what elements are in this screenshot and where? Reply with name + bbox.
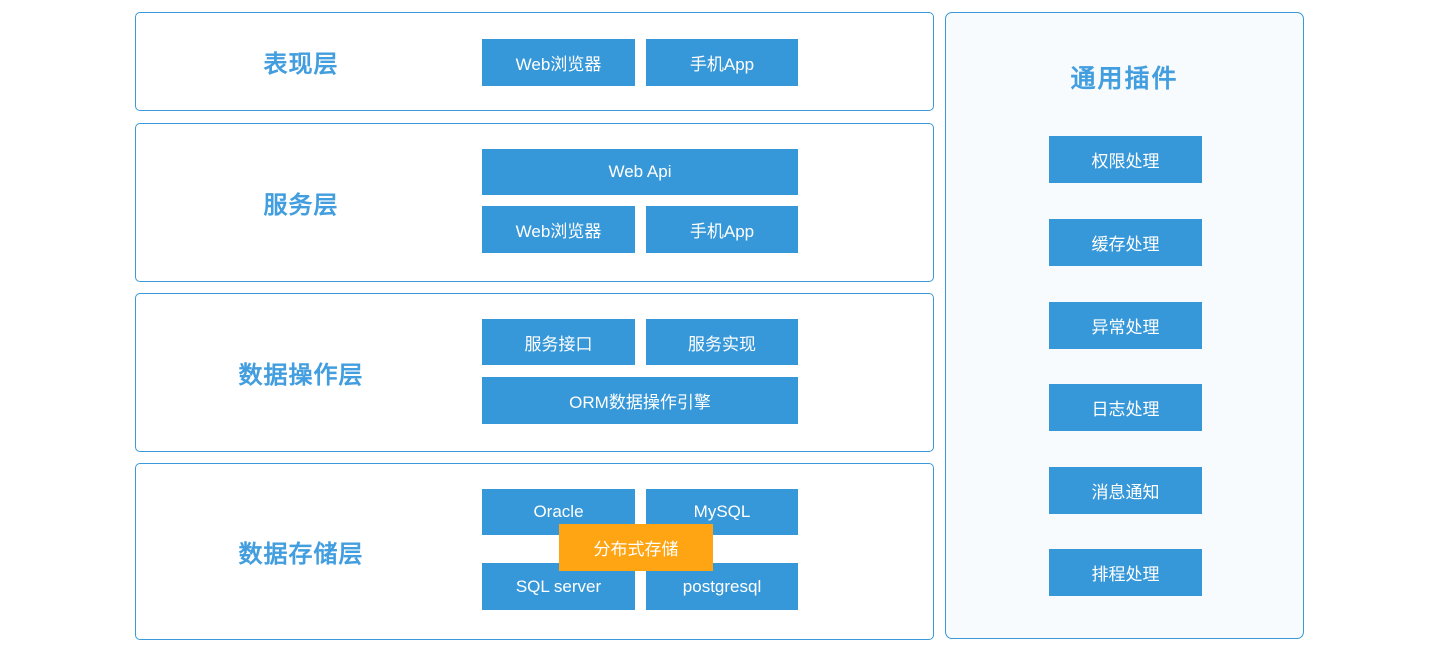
plugin-schedule[interactable]: 排程处理 xyxy=(1049,549,1202,596)
layer-label-service: 服务层 xyxy=(263,192,339,219)
node-mobile-app[interactable]: 手机App xyxy=(646,39,798,86)
layer-label-data-storage: 数据存储层 xyxy=(238,541,364,568)
node-web-api[interactable]: Web Api xyxy=(482,149,798,195)
node-orm-engine[interactable]: ORM数据操作引擎 xyxy=(482,377,798,424)
node-service-interface[interactable]: 服务接口 xyxy=(482,319,635,365)
plugin-log[interactable]: 日志处理 xyxy=(1049,384,1202,431)
node-sql-server[interactable]: SQL server xyxy=(482,563,635,610)
plugins-panel-title: 通用插件 xyxy=(1070,65,1179,93)
node-service-implementation[interactable]: 服务实现 xyxy=(646,319,798,365)
layer-label-presentation: 表现层 xyxy=(263,51,339,78)
plugin-permission[interactable]: 权限处理 xyxy=(1049,136,1202,183)
node-mobile-app[interactable]: 手机App xyxy=(646,206,798,253)
plugin-notification[interactable]: 消息通知 xyxy=(1049,467,1202,514)
layer-box-data-storage: 数据存储层 Oracle MySQL SQL server postgresql… xyxy=(135,463,934,640)
plugin-cache[interactable]: 缓存处理 xyxy=(1049,219,1202,266)
plugin-exception[interactable]: 异常处理 xyxy=(1049,302,1202,349)
node-web-browser[interactable]: Web浏览器 xyxy=(482,206,635,253)
layer-box-data-operation: 数据操作层 服务接口 服务实现 ORM数据操作引擎 xyxy=(135,293,934,452)
node-web-browser[interactable]: Web浏览器 xyxy=(482,39,635,86)
node-postgresql[interactable]: postgresql xyxy=(646,563,798,610)
layer-label-data-operation: 数据操作层 xyxy=(238,362,364,389)
layer-box-presentation: 表现层 Web浏览器 手机App xyxy=(135,12,934,111)
node-distributed-storage[interactable]: 分布式存储 xyxy=(559,524,713,571)
node-oracle[interactable]: Oracle xyxy=(482,489,635,535)
plugins-panel: 通用插件 权限处理 缓存处理 异常处理 日志处理 消息通知 排程处理 xyxy=(945,12,1304,639)
layer-box-service: 服务层 Web Api Web浏览器 手机App xyxy=(135,123,934,282)
